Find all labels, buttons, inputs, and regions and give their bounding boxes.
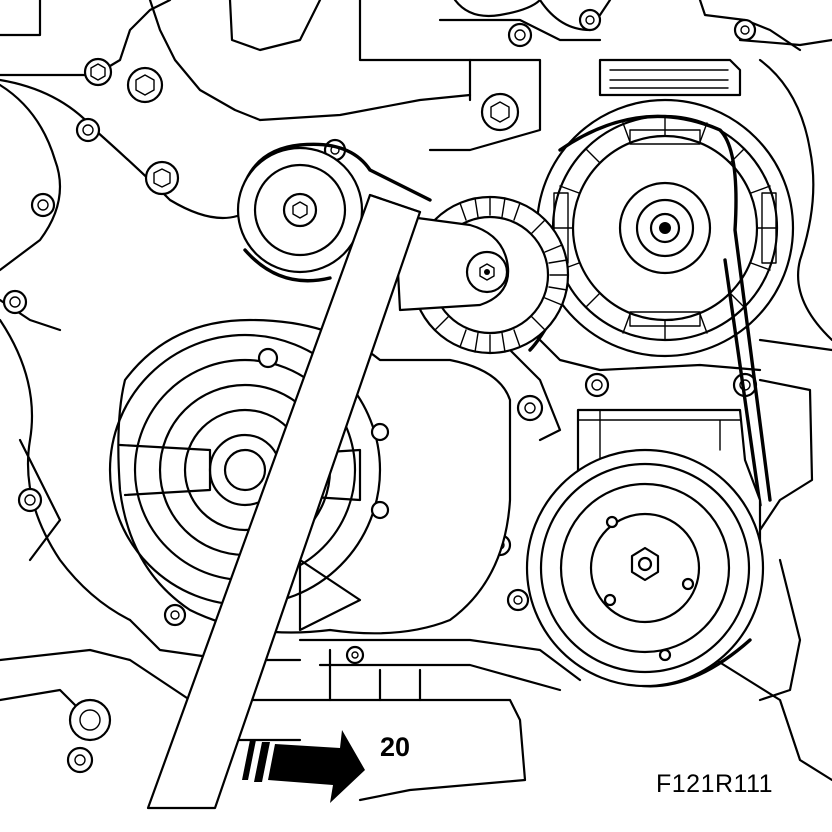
belt-tensioner-pulley [393,195,570,355]
idler-pulley [236,146,364,274]
figure-code-label: F121R111 [656,770,774,798]
ac-compressor-pulley [525,408,765,688]
torque-value-label: 20 [380,732,411,762]
bolt-heads [2,8,758,774]
tensioner-tool-bar [146,193,422,810]
turn-direction-arrow [242,730,365,803]
